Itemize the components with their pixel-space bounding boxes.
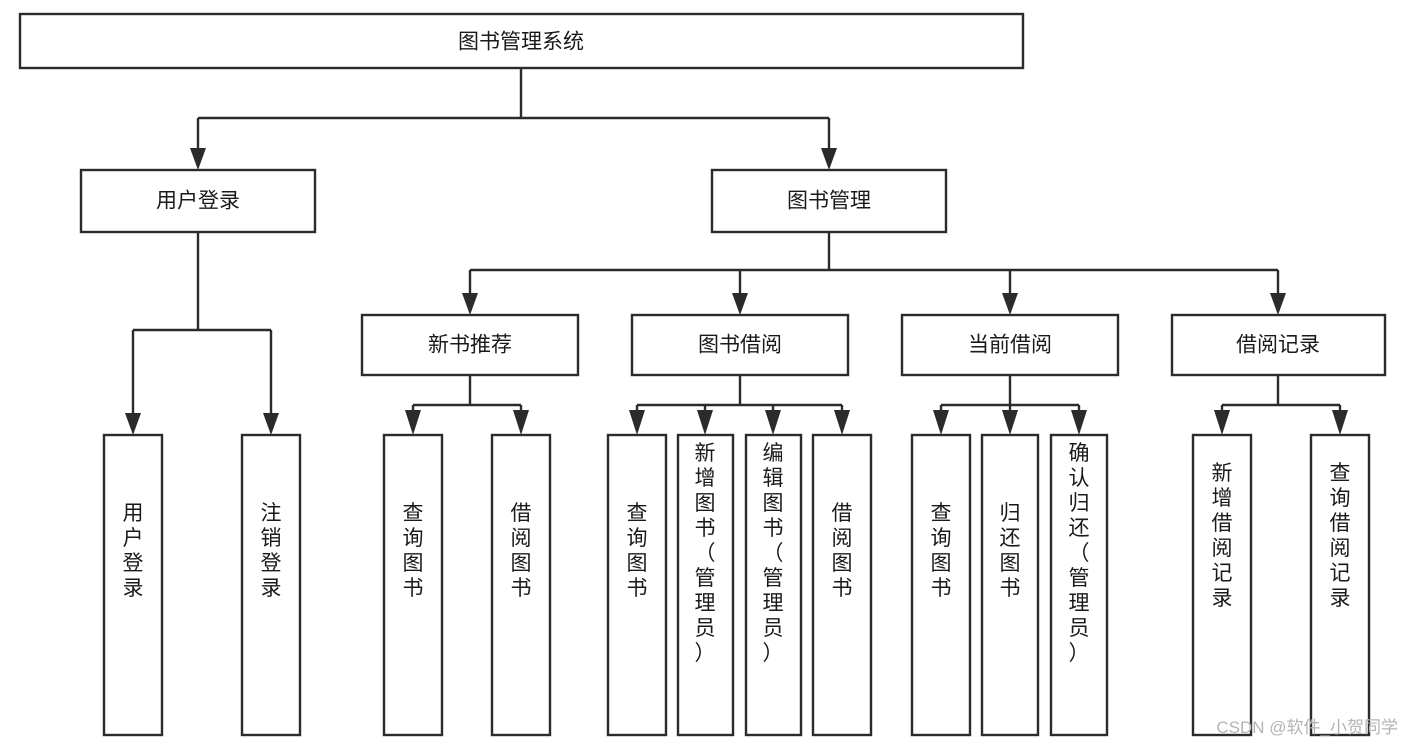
node-current-borrow-label: 当前借阅 bbox=[968, 334, 1052, 357]
leaf-node-label: 新增借阅记录 bbox=[1212, 462, 1233, 610]
arrow-head-icon bbox=[732, 293, 748, 315]
connector-bookborrow-to-leaves bbox=[629, 375, 850, 435]
leaf-node[interactable]: 查询图书 bbox=[382, 433, 444, 737]
node-user-login-label: 用户登录 bbox=[156, 190, 240, 213]
connector-userlogin-to-leaves bbox=[125, 232, 279, 435]
arrow-head-icon bbox=[263, 413, 279, 435]
connector-bookmanage-to-level3 bbox=[462, 232, 1286, 315]
leaf-node-label: 注销登录 bbox=[261, 502, 282, 600]
leaf-node[interactable]: 新增借阅记录 bbox=[1191, 433, 1253, 737]
arrow-head-icon bbox=[125, 413, 141, 435]
arrow-head-icon bbox=[405, 410, 421, 435]
leaf-node-label: 查询图书 bbox=[627, 502, 648, 600]
leaf-node[interactable]: 编辑图书（管理员） bbox=[744, 433, 803, 737]
leaf-node-label: 查询借阅记录 bbox=[1330, 462, 1351, 610]
arrow-head-icon bbox=[629, 410, 645, 435]
node-new-book-recommend[interactable]: 新书推荐 bbox=[360, 313, 580, 377]
arrow-head-icon bbox=[513, 410, 529, 435]
node-current-borrow[interactable]: 当前借阅 bbox=[900, 313, 1120, 377]
arrow-head-icon bbox=[1332, 410, 1348, 435]
connector-borrowrecord-to-leaves bbox=[1214, 375, 1348, 435]
leaf-node-label: 编辑图书（管理员） bbox=[763, 442, 784, 665]
leaf-node-label: 查询图书 bbox=[931, 502, 952, 600]
node-book-borrow[interactable]: 图书借阅 bbox=[630, 313, 850, 377]
leaf-node[interactable]: 新增图书（管理员） bbox=[676, 433, 735, 737]
leaf-node[interactable]: 借阅图书 bbox=[811, 433, 873, 737]
node-book-manage-label: 图书管理 bbox=[787, 190, 871, 213]
leaf-node[interactable]: 查询图书 bbox=[606, 433, 668, 737]
node-new-book-recommend-label: 新书推荐 bbox=[428, 334, 512, 357]
arrow-head-icon bbox=[834, 410, 850, 435]
leaf-node-label: 确认归还（管理员） bbox=[1069, 442, 1090, 665]
arrow-head-icon bbox=[190, 148, 206, 170]
leaf-node[interactable]: 归还图书 bbox=[980, 433, 1040, 737]
arrow-head-icon bbox=[1270, 293, 1286, 315]
leaf-node[interactable]: 查询借阅记录 bbox=[1309, 433, 1371, 737]
leaf-node-label: 新增图书（管理员） bbox=[695, 442, 716, 665]
leaf-node-label: 借阅图书 bbox=[832, 502, 853, 600]
leaf-node[interactable]: 用户登录 bbox=[102, 433, 164, 737]
arrow-head-icon bbox=[765, 410, 781, 435]
leaf-node[interactable]: 借阅图书 bbox=[490, 433, 552, 737]
watermark-text: CSDN @软件_小贺同学 bbox=[1216, 718, 1398, 737]
arrow-head-icon bbox=[1002, 410, 1018, 435]
node-root-label: 图书管理系统 bbox=[458, 31, 584, 54]
leaf-node-label: 借阅图书 bbox=[511, 502, 532, 600]
node-book-manage[interactable]: 图书管理 bbox=[710, 168, 948, 234]
node-book-borrow-label: 图书借阅 bbox=[698, 334, 782, 357]
arrow-head-icon bbox=[1002, 293, 1018, 315]
arrow-head-icon bbox=[1214, 410, 1230, 435]
arrow-head-icon bbox=[462, 293, 478, 315]
leaf-node[interactable]: 查询图书 bbox=[910, 433, 972, 737]
arrow-head-icon bbox=[697, 410, 713, 435]
leaf-node-label: 归还图书 bbox=[1000, 502, 1021, 600]
connector-root-to-level2 bbox=[190, 68, 837, 170]
node-borrow-record-label: 借阅记录 bbox=[1236, 334, 1320, 357]
connector-newbook-to-leaves bbox=[405, 375, 529, 435]
arrow-head-icon bbox=[933, 410, 949, 435]
arrow-head-icon bbox=[821, 148, 837, 170]
node-user-login[interactable]: 用户登录 bbox=[79, 168, 317, 234]
leaf-node-label: 用户登录 bbox=[123, 502, 144, 600]
arrow-head-icon bbox=[1071, 410, 1087, 435]
leaf-node[interactable]: 注销登录 bbox=[240, 433, 302, 737]
leaf-node-label: 查询图书 bbox=[403, 502, 424, 600]
leaf-node[interactable]: 确认归还（管理员） bbox=[1049, 433, 1109, 737]
connector-currentborrow-to-leaves bbox=[933, 375, 1087, 435]
node-root[interactable]: 图书管理系统 bbox=[18, 12, 1025, 70]
node-borrow-record[interactable]: 借阅记录 bbox=[1170, 313, 1387, 377]
